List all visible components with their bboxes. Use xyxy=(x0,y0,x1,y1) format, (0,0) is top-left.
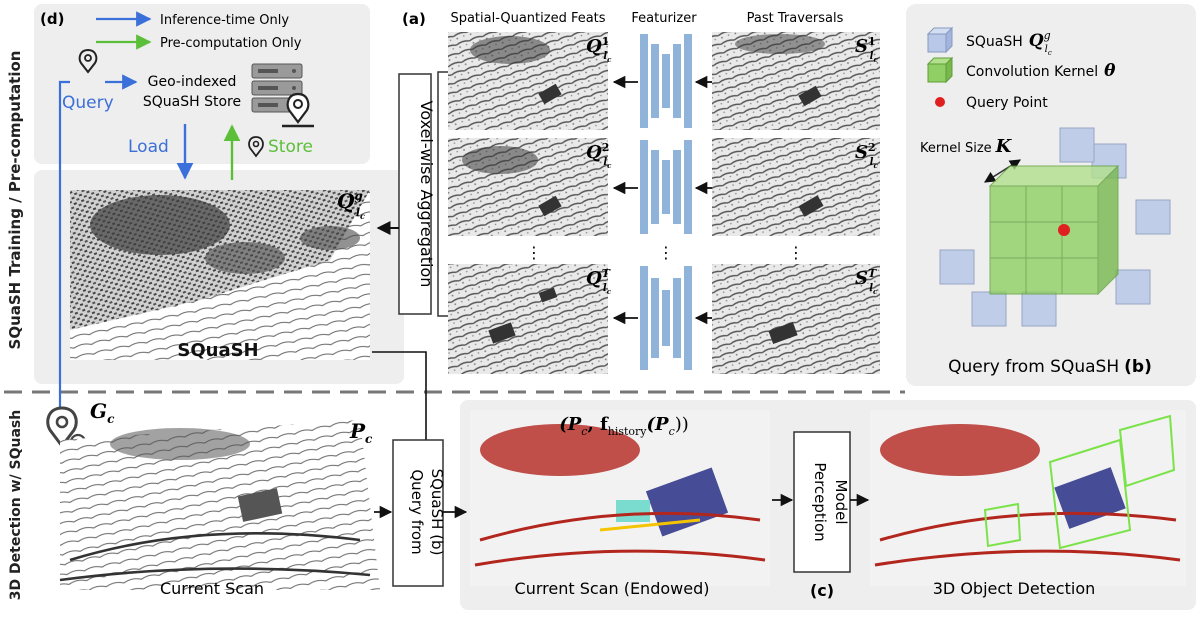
side-label-bottom: 3D Detection w/ SQuash xyxy=(8,410,24,600)
query-box-line2: SQuaSH (b) xyxy=(428,469,446,556)
squash-to-query-connector xyxy=(372,351,427,440)
panel-d-tag: (d) xyxy=(40,10,64,28)
legend-inference-label: Inference-time Only xyxy=(160,13,289,28)
gc-symbol: Gc xyxy=(90,399,115,426)
col-feats-header: Spatial-Quantized Feats xyxy=(450,11,605,26)
panel-b-caption: Query from SQuaSH(b) xyxy=(948,357,1152,377)
squash-map-image xyxy=(70,190,370,360)
endowed-caption: Current Scan (Endowed) xyxy=(515,579,710,598)
past-image-row-2 xyxy=(712,138,880,236)
panel-d-box xyxy=(34,4,370,164)
location-pin-icon xyxy=(78,48,98,74)
ellipsis-feats: ⋮ xyxy=(526,243,542,262)
feat-image-row-1 xyxy=(448,32,608,130)
legend-kernel-cube-icon xyxy=(926,56,954,84)
panel-c-tag: (c) xyxy=(810,581,834,600)
featurizer-row-t xyxy=(640,266,692,370)
side-label-top: SQuaSH Training / Pre-computation xyxy=(6,51,24,350)
current-scan-image xyxy=(59,420,380,590)
featurizer-row-1 xyxy=(640,34,692,128)
inference-query-path xyxy=(58,80,70,408)
perception-line2: Model xyxy=(832,479,850,524)
past-image-row-t xyxy=(712,264,880,374)
current-scan-caption: Current Scan xyxy=(160,579,264,598)
store-title-line1: Geo-indexed xyxy=(148,74,237,90)
col-past-header: Past Traversals xyxy=(747,11,844,26)
ellipsis-featurizer: ⋮ xyxy=(658,243,674,262)
aggregation-label: Voxel-wise Aggregation xyxy=(417,101,436,288)
kernel-cube-cluster xyxy=(939,127,1171,327)
ellipsis-past: ⋮ xyxy=(788,243,804,262)
legend-precompute-label: Pre-computation Only xyxy=(160,36,302,51)
store-pin-icon xyxy=(248,136,264,158)
pc-symbol: Pc xyxy=(349,419,373,446)
load-label: Load xyxy=(128,137,169,157)
legend-squash-cube-icon xyxy=(926,26,954,54)
aggregation-bracket xyxy=(437,71,448,317)
endowed-formula: (Pc, fhistory(Pc)) xyxy=(559,414,689,438)
squash-map-label: SQuaSH xyxy=(177,340,258,361)
query-point-dot xyxy=(1058,224,1070,236)
feat-image-row-t xyxy=(448,264,608,374)
store-label: Store xyxy=(268,137,313,157)
legend-query-label: Query Point xyxy=(966,95,1048,111)
aggregation-box xyxy=(398,73,432,315)
kernel-size-arrow xyxy=(984,159,1021,183)
legend-query-dot-icon xyxy=(935,97,945,107)
panel-a-tag: (a) xyxy=(402,10,426,28)
store-title-line2: SQuaSH Store xyxy=(143,94,241,110)
col-featurizer-header: Featurizer xyxy=(631,11,697,26)
query-box-line1: Query from xyxy=(408,469,426,554)
detection-caption: 3D Object Detection xyxy=(933,579,1096,598)
query-label: Query xyxy=(62,93,114,113)
endowed-scan-image xyxy=(470,410,770,586)
detection-image xyxy=(870,410,1186,586)
featurizer-row-2 xyxy=(640,140,692,234)
past-image-row-1 xyxy=(712,32,880,130)
feat-image-row-2 xyxy=(448,138,608,236)
perception-model-box xyxy=(793,431,851,573)
query-box xyxy=(392,439,444,587)
map-pin-icon xyxy=(282,92,314,128)
perception-line1: Perception xyxy=(811,462,829,541)
